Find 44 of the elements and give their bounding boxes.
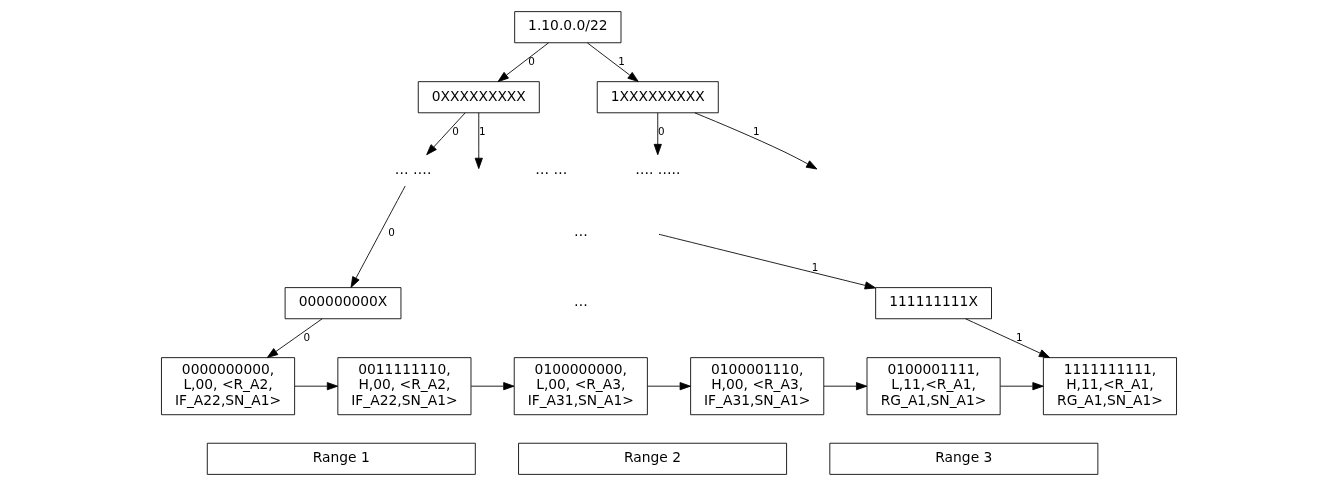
node-box: 0100001111, L,11,<R_A1, RG_A1,SN_A1> (866, 357, 1001, 416)
node-box: 111111111X (875, 287, 992, 320)
arrow (474, 112, 483, 170)
node-box: 0100000000, L,00, <R_A3, IF_A31,SN_A1> (513, 357, 648, 416)
arrow (586, 42, 639, 82)
edge-label: 0 (303, 330, 311, 343)
node-text: … …. (394, 160, 432, 177)
node-box: 0011111110, H,00, <R_A2, IF_A22,SN_A1> (337, 357, 472, 416)
edge-label: 0 (388, 225, 395, 238)
label: … (573, 223, 588, 240)
edge-label: 1 (478, 124, 486, 137)
edge-label: 1 (811, 260, 819, 273)
node-box: 0XXXXXXXXX (417, 81, 540, 114)
arrow (694, 112, 818, 170)
node-text: …. ….. (635, 160, 681, 177)
node-box: 1111111111, H,11,<R_A1, RG_A1,SN_A1> (1042, 357, 1177, 416)
node-box: 000000000X (284, 287, 402, 320)
arrow (647, 382, 691, 391)
arrow (653, 112, 662, 156)
label: … … (535, 160, 568, 177)
arrow (658, 233, 876, 290)
arrow (1000, 382, 1044, 391)
node-box: Range 3 (829, 442, 1099, 475)
arrow (470, 382, 515, 391)
edge-label: 1 (753, 124, 760, 137)
arrow (823, 382, 868, 391)
node-box: 1XXXXXXXXX (596, 81, 719, 114)
arrow (266, 318, 323, 358)
node-box: Range 1 (206, 442, 476, 475)
node-box: 0100001110, H,00, <R_A3, IF_A31,SN_A1> (690, 357, 825, 416)
node-box: 1.10.0.0/22 (514, 11, 622, 44)
node-box: 0000000000, L,00, <R_A2, IF_A22,SN_A1> (161, 357, 296, 416)
edge-label: 1 (618, 54, 625, 67)
arrow (426, 112, 466, 156)
arrow (497, 42, 549, 82)
arrow (294, 382, 339, 391)
edge-label: 1 (1015, 330, 1023, 343)
edge-label: 0 (452, 124, 459, 137)
label: … (573, 293, 588, 310)
node-box: Range 2 (518, 442, 787, 475)
edge-label: 0 (528, 54, 535, 67)
edge-label: 0 (657, 124, 665, 137)
arrow (350, 185, 406, 288)
arrow (965, 318, 1051, 358)
